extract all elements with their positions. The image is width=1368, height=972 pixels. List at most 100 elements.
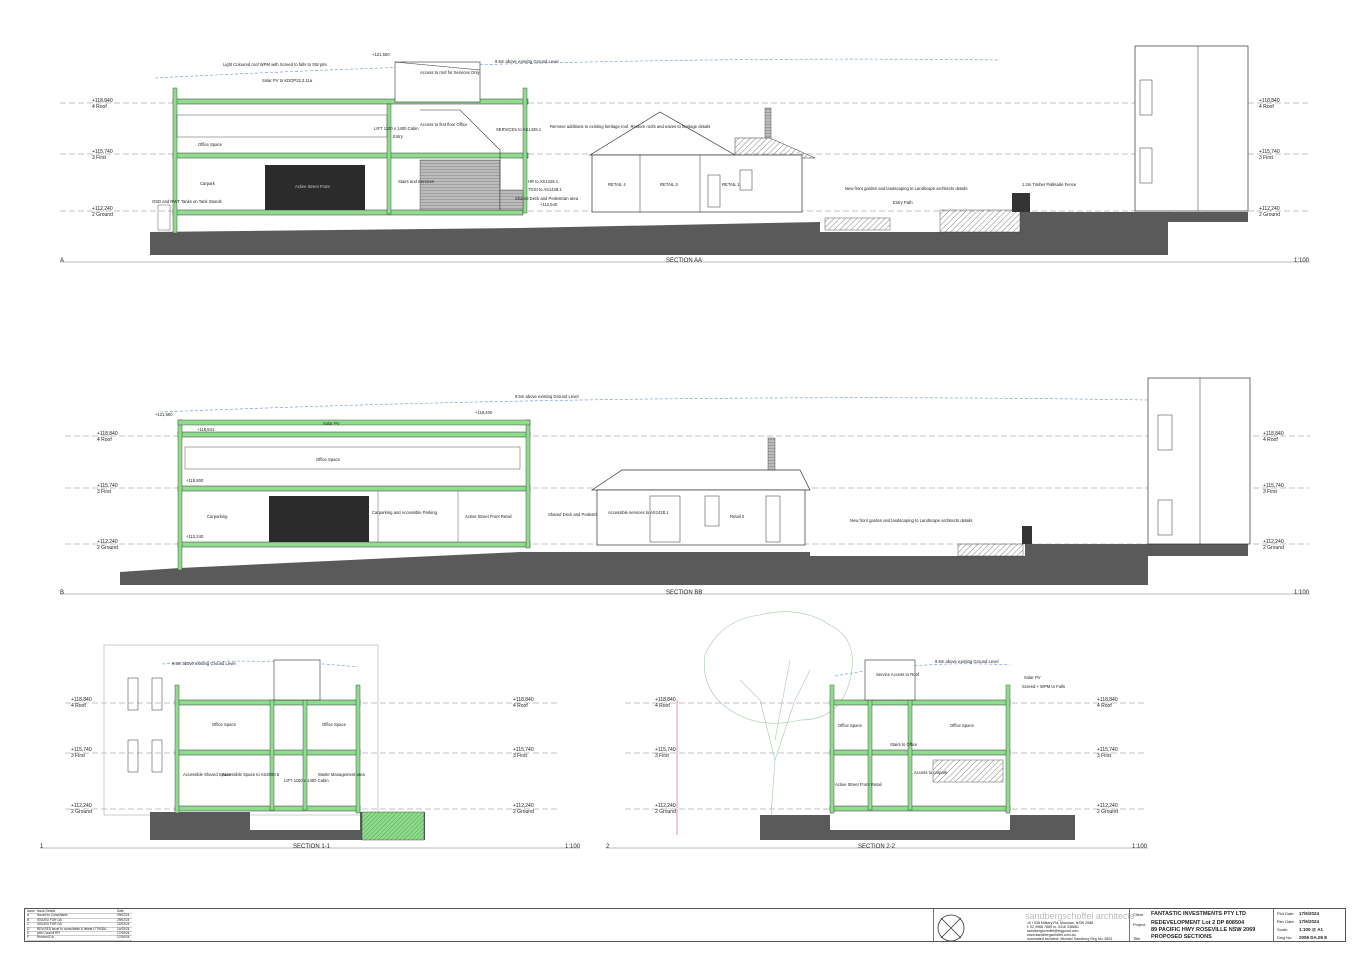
bb-carpark-opening xyxy=(269,496,369,542)
bb-ground-rl-r: +112,240 xyxy=(1263,539,1284,545)
aa-wall-left xyxy=(172,87,178,234)
bb-office: Office Space xyxy=(316,457,341,462)
s22-marker: 2 xyxy=(606,844,610,850)
bb-marker: B xyxy=(60,590,64,596)
revision-cell: Issue xyxy=(27,909,35,913)
s22-ground-name: 2 Ground xyxy=(655,809,676,815)
revision-cell: 29/02/24 xyxy=(117,917,130,922)
bb-carparking: Carparking xyxy=(207,514,228,519)
bb-height-plane xyxy=(159,397,1149,413)
aa-entry-path: Entry Path xyxy=(893,200,913,205)
aa-garden: New front garden and landscaping to Land… xyxy=(845,186,967,191)
bb-top-rl-left: +121,500 xyxy=(155,412,173,417)
s11-first-name-r: 3 First xyxy=(513,753,528,759)
bb-ground-rl: +112,240 xyxy=(97,539,118,545)
aa-hr: HR to AS1428.1 xyxy=(528,179,559,184)
revision-cell: 17/06/24 xyxy=(117,931,130,935)
revision-cell: 22/03/24 xyxy=(117,922,130,927)
s11-acc-space: Accessible Space to AS2890.6 xyxy=(222,772,280,777)
revision-cell: D xyxy=(27,926,30,931)
s11-roof-rl: +118,840 xyxy=(71,697,92,703)
firm-phone: t: 02 9968 7889 m: 0416 336661 xyxy=(1027,925,1079,929)
aa-retail3: RETAIL 3 xyxy=(660,182,678,187)
aa-access-office: Access to first floor Office xyxy=(420,122,468,127)
s22-tree xyxy=(704,611,853,831)
scale-value: 1:100 @ A1 xyxy=(1299,927,1323,932)
revision-cell: Date xyxy=(117,909,124,913)
aa-neighbour xyxy=(1134,45,1249,212)
bb-accessible: Carparking and Accessible Parking xyxy=(372,510,438,515)
bb-heritage-walls xyxy=(596,489,806,546)
aa-roof-name: 4 Roof xyxy=(92,104,107,110)
s22-roof-rl: +118,840 xyxy=(655,697,676,703)
s22-first-name-r: 3 First xyxy=(1097,753,1112,759)
aa-carpark-label: Carpark xyxy=(200,181,216,186)
firm-logo: sandbergschoffel architects xyxy=(1025,911,1135,921)
revision-cell: A xyxy=(27,913,30,918)
aa-glazing xyxy=(176,114,388,138)
s22-first-rl: +115,740 xyxy=(655,747,676,753)
aa-tank xyxy=(157,204,171,231)
aa-shared: Shared Deck and Pedestrian area xyxy=(515,196,579,201)
aa-roof-rl: +118,840 xyxy=(92,98,113,104)
s11-ground-rl-r: +112,240 xyxy=(513,803,534,809)
s11-roof-name-r: 4 Roof xyxy=(513,703,528,709)
aa-title: SECTION AA xyxy=(666,258,702,264)
s22-first-name: 3 First xyxy=(655,753,670,759)
project-label: Project xyxy=(1133,922,1146,927)
revision-cell: 09/02/24 xyxy=(117,913,130,918)
bb-top-rl-right: +119,400 xyxy=(475,410,493,415)
firm-web: www.sandbergschoffel.com.au xyxy=(1027,933,1076,937)
s22-first-rl-r: +115,740 xyxy=(1097,747,1118,753)
revision-cell: with Council RFI xyxy=(37,931,61,935)
rev-date: 17/6/2024 xyxy=(1299,919,1320,924)
aa-office-label: Office Space xyxy=(198,142,223,147)
bb-first-name: 3 First xyxy=(97,489,112,495)
s22-title: SECTION 2-2 xyxy=(858,844,896,850)
aa-rl-mid: +112,540 xyxy=(540,202,558,207)
aa-ground-slab xyxy=(172,209,524,216)
s22-ground xyxy=(760,815,1075,840)
bb-garden: New front garden and landscaping to Land… xyxy=(850,518,972,523)
s11-acc-shared: Accessible Shared Space xyxy=(183,772,231,777)
aa-fence: 1.2m Timber Pallisade Fence xyxy=(1022,182,1077,187)
bb-ground-name: 2 Ground xyxy=(97,545,118,551)
aa-services: SERVICES to AS1428.1 xyxy=(496,127,542,132)
aa-remove-note: Remove additions to existing heritage ro… xyxy=(550,124,710,129)
s22-office-left: Office Space xyxy=(838,723,863,728)
aa-heritage-roof xyxy=(588,111,737,156)
bb-roof-slab xyxy=(177,431,531,438)
s22-office-right: Office Space xyxy=(950,723,975,728)
bb-acc-services: Accessible services to AS1428.1 xyxy=(608,510,669,515)
aa-lift-label: LIFT 1100 x 1400 Cabin xyxy=(374,126,419,131)
aa-solar-label: Solar PV to KDOP22.3.11a xyxy=(262,78,313,83)
s11-title: SECTION 1-1 xyxy=(293,844,331,850)
title-label: Title xyxy=(1133,936,1141,941)
bb-glazing xyxy=(184,446,521,470)
bb-roof-name: 4 Roof xyxy=(97,437,112,443)
aa-roof-note: Light Coloured roof WPM with Screed to f… xyxy=(223,62,327,67)
s22-roof-name: 4 Roof xyxy=(655,703,670,709)
s11-first-rl-r: +115,740 xyxy=(513,747,534,753)
revision-cell: ISSUED FOR DA xyxy=(37,922,62,927)
dwg-label: Dwg No: xyxy=(1277,935,1293,940)
section-bb: +118,840 4 Roof +115,740 3 First +112,24… xyxy=(60,377,1310,596)
s11-height-note: 9.5m above existing Ground Level xyxy=(172,661,236,666)
aa-ground-name-r: 2 Ground xyxy=(1259,212,1280,218)
aa-scale: 1:100 xyxy=(1294,258,1310,264)
s22-solar: Solar PV xyxy=(1024,675,1041,680)
aa-ground-rl: +112,240 xyxy=(92,206,113,212)
bb-title: SECTION BB xyxy=(666,590,702,596)
aa-tgsi: TGSI to AS1428.1 xyxy=(528,187,562,192)
revision-cell: Issue Details xyxy=(37,909,56,913)
revision-cell: 17/06/24 xyxy=(117,935,130,940)
s22-ground-rl-r: +112,240 xyxy=(1097,803,1118,809)
section-2-2: +118,840 4 Roof +115,740 3 First +112,24… xyxy=(606,611,1148,850)
bb-rl-roof: +118,841 xyxy=(197,427,215,432)
s22-roof-rl-r: +118,840 xyxy=(1097,697,1118,703)
